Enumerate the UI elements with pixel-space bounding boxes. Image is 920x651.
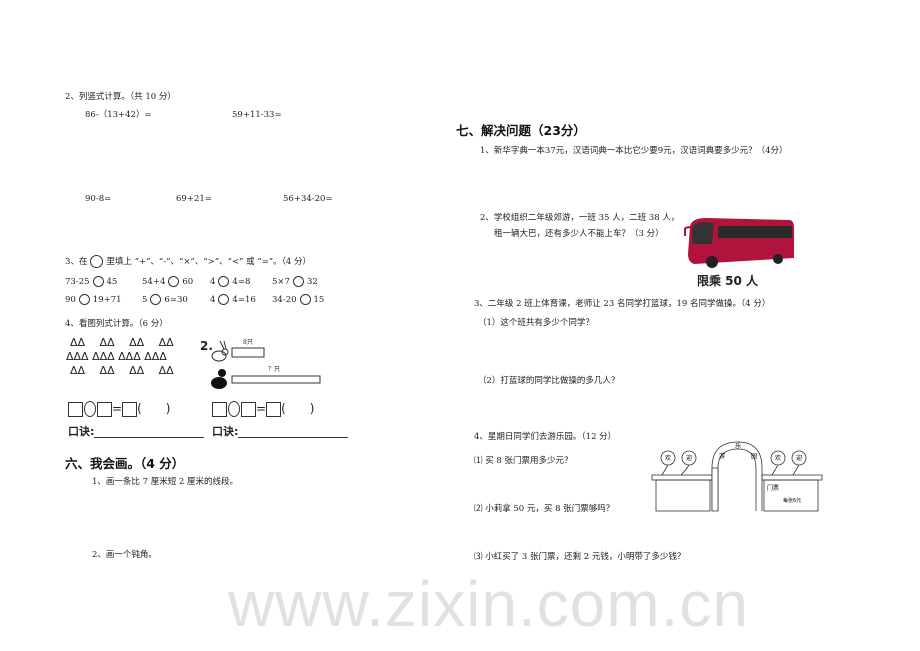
compare-right: 19+71	[92, 295, 122, 305]
arch-text: 乐	[735, 443, 741, 450]
compare-right: 6=30	[164, 295, 188, 305]
balloon-text: 欢	[775, 454, 781, 462]
answer-circle[interactable]	[150, 294, 162, 305]
answer-circle[interactable]	[218, 294, 230, 305]
section-six-title: 六、我会画。（4 分）	[65, 456, 185, 471]
rabbit-brace	[231, 347, 265, 358]
answer-circle[interactable]	[168, 276, 180, 287]
watermark: www.zixin.com.cn	[228, 568, 749, 640]
q2-item: 59+11-33=	[232, 110, 282, 120]
compare-left: 5×7	[272, 277, 290, 287]
rabbit-label: 8只	[243, 339, 253, 346]
problem-4-q1: ⑴ 买 8 张门票用多少元？	[474, 456, 573, 466]
q3-title-pre: 3、在	[65, 257, 88, 267]
compare-left: 73-25	[65, 277, 90, 287]
compare-item: 34-20 15	[272, 294, 324, 305]
compare-right: 4=8	[232, 277, 251, 287]
q2-item: 69+21=	[176, 194, 212, 204]
amusement-park-diagram: 欢 迎 欢 迎 游 乐 园 门票 每张6元	[651, 441, 823, 512]
arch-text: 园	[751, 453, 757, 460]
ticket-price: 每张6元	[783, 497, 801, 504]
bus-caption: 限乘 50 人	[697, 274, 759, 288]
problem-3-q1: （1）这个班共有多少个同学？	[478, 318, 594, 328]
problem-4-title: 4、星期日同学们去游乐园。（12 分）	[474, 432, 617, 442]
problem-2-line: 2、学校组织二年级郊游，一班 35 人，二班 38 人，	[480, 213, 680, 223]
koujue-label: 口诀:	[212, 425, 239, 438]
q4-title: 4、看图列式计算。（6 分）	[65, 319, 168, 329]
compare-item: 4 4=8	[210, 276, 250, 287]
rabbit-duck-diagram	[211, 340, 321, 389]
ticket-label: 门票	[767, 484, 779, 492]
triangle-row: ΔΔ ΔΔ ΔΔ ΔΔ	[70, 364, 174, 377]
compare-left: 34-20	[272, 295, 297, 305]
compare-left: 54+4	[142, 277, 166, 287]
compare-right: 32	[306, 277, 318, 287]
section-seven-title: 七、解决问题（23分）	[456, 123, 586, 138]
answer-circle[interactable]	[218, 276, 230, 287]
problem-1: 1、新华字典一本37元，汉语词典一本比它少要9元，汉语词典要多少元？（4分）	[480, 146, 788, 156]
compare-right: 15	[313, 295, 325, 305]
compare-left: 4	[210, 295, 216, 305]
compare-item: 4 4=16	[210, 294, 256, 305]
triangle-row: ΔΔΔ ΔΔΔ ΔΔΔ ΔΔΔ	[66, 350, 167, 363]
q2-item: 56+34-20=	[283, 194, 333, 204]
arch-text: 游	[719, 452, 725, 460]
compare-right: 60	[182, 277, 194, 287]
compare-item: 5×7 32	[272, 276, 318, 287]
balloon-text: 迎	[686, 454, 692, 462]
bus-image	[684, 218, 794, 268]
problem-2-line: 租一辆大巴，还有多少人不能上车？（3 分）	[494, 229, 664, 239]
compare-left: 4	[210, 277, 216, 287]
q2-item: 90-8=	[85, 194, 112, 204]
unit-paren: ( )	[281, 401, 315, 416]
formula-blank: =( )	[68, 401, 170, 417]
problem-3-q2: （2）打蓝球的同学比做操的多几人？	[478, 376, 620, 386]
compare-left: 5	[142, 295, 148, 305]
compare-item: 54+4 60	[142, 276, 193, 287]
q3-title-post: 里填上 “+”、“-”、“×”、“>”、“<” 或 “=”。（4 分）	[106, 257, 312, 267]
compare-left: 90	[65, 295, 76, 305]
compare-item: 5 6=30	[142, 294, 188, 305]
duck-label: ？只	[268, 366, 281, 373]
compare-right: 45	[106, 277, 118, 287]
q2-title: 2、列竖式计算。（共 10 分）	[65, 92, 176, 102]
problem-4-q3: ⑶ 小红买了 3 张门票，还剩 2 元钱，小明带了多少钱？	[474, 552, 686, 562]
duck-brace	[231, 375, 321, 384]
compare-item: 73-25 45	[65, 276, 117, 287]
circle-icon	[90, 255, 104, 268]
q2-item: 86-（13+42）=	[85, 110, 152, 120]
answer-circle[interactable]	[299, 294, 311, 305]
draw-item: 1、画一条比 7 厘米短 2 厘米的线段。	[92, 477, 239, 487]
compare-right: 4=16	[232, 295, 256, 305]
balloon-text: 迎	[796, 454, 802, 462]
q3-title: 3、在 里填上 “+”、“-”、“×”、“>”、“<” 或 “=”。（4 分）	[65, 255, 311, 268]
koujue-field: 口诀:	[68, 425, 205, 439]
answer-circle[interactable]	[92, 276, 104, 287]
unit-paren: ( )	[137, 401, 171, 416]
problem-3-title: 3、二年级 2 班上体育课，老师让 23 名同学打篮球，19 名同学做操。（4 …	[474, 299, 771, 309]
answer-circle[interactable]	[292, 276, 304, 287]
sub-label: 2.	[200, 339, 213, 353]
draw-item: 2、画一个钝角。	[92, 550, 157, 560]
problem-4-q2: ⑵ 小莉拿 50 元，买 8 张门票够吗？	[474, 504, 615, 514]
formula-blank: =( )	[212, 401, 314, 417]
triangle-row: ΔΔ ΔΔ ΔΔ ΔΔ	[70, 336, 174, 349]
balloon-text: 欢	[665, 454, 671, 462]
duck-icon	[211, 369, 227, 389]
answer-circle[interactable]	[78, 294, 90, 305]
compare-item: 90 19+71	[65, 294, 122, 305]
koujue-label: 口诀:	[68, 425, 95, 438]
koujue-field: 口诀:	[212, 425, 349, 439]
rabbit-icon	[211, 340, 229, 362]
